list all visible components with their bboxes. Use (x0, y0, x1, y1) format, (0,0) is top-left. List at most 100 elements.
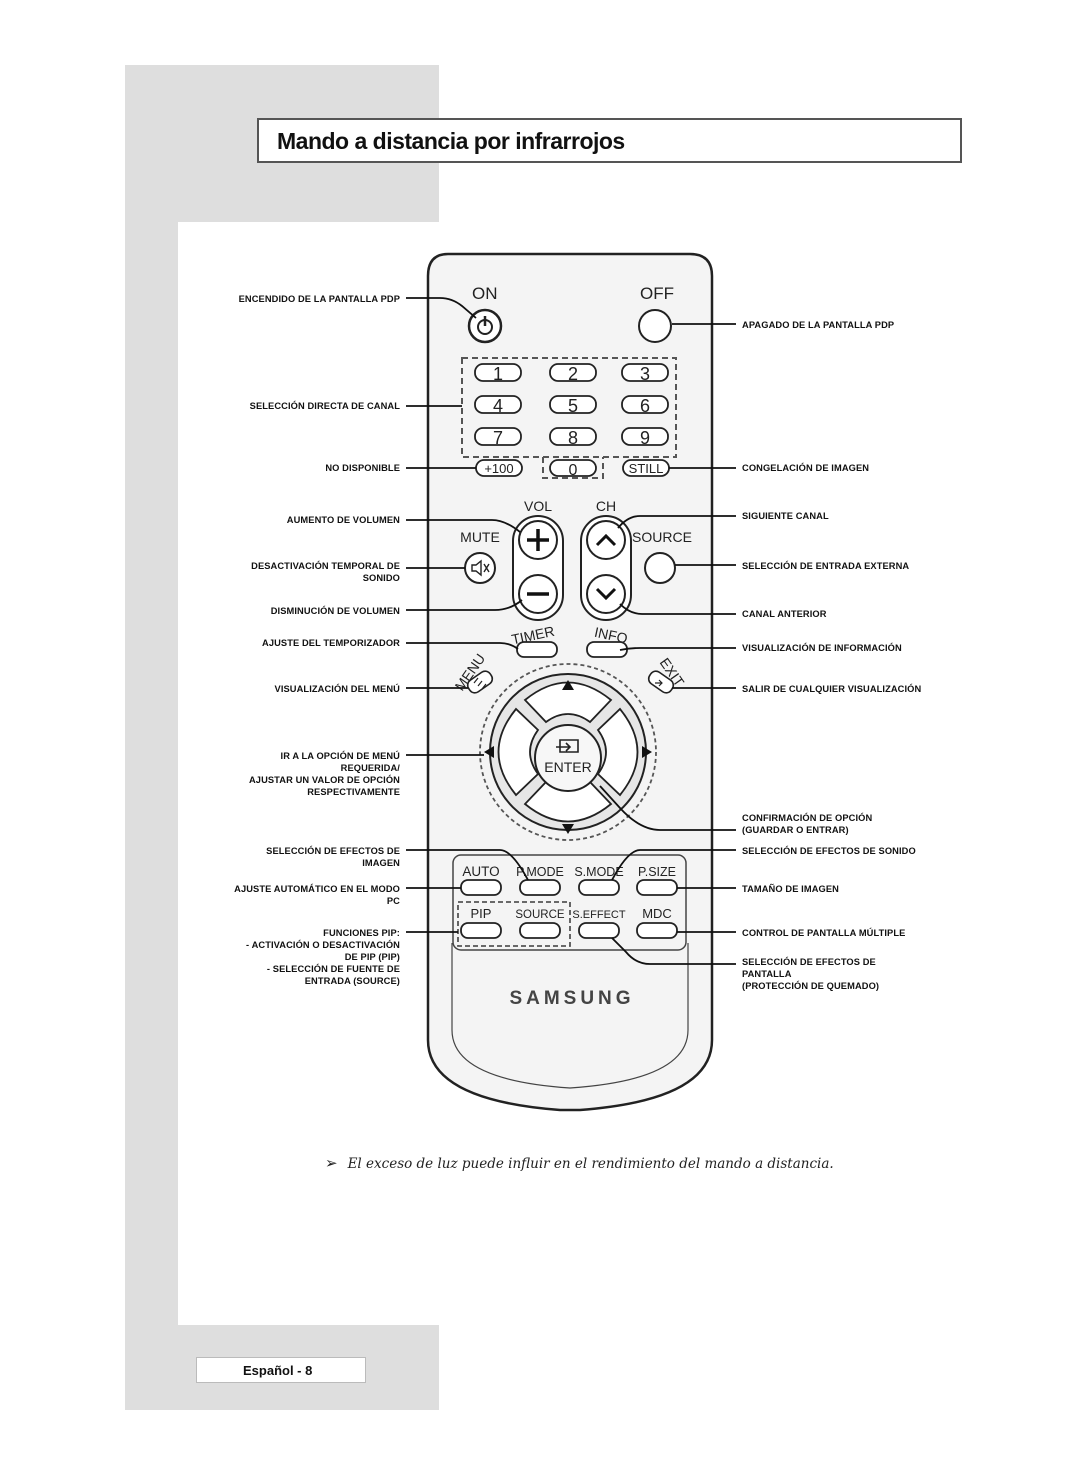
label-line: FUNCIONES PIP: (323, 928, 400, 938)
chevron-down-icon (595, 587, 617, 601)
nav-left-button (497, 707, 540, 797)
label-line: DISMINUCIÓN DE VOLUMEN (270, 606, 400, 616)
auto-button (460, 879, 502, 896)
note: ➢El exceso de luz puede influir en el re… (325, 1154, 834, 1172)
label-line: AJUSTAR UN VALOR DE OPCIÓN (248, 775, 400, 785)
source-button (644, 552, 676, 584)
psize-button (636, 879, 678, 896)
label-line: SONIDO (362, 573, 400, 583)
digit-button-1 (474, 363, 522, 382)
remote-lower-panel (451, 943, 689, 1089)
label-line: AJUSTE DEL TEMPORIZADOR (262, 638, 400, 648)
label-line: DE PIP (PIP) (344, 952, 400, 962)
label-right-0: APAGADO DE LA PANTALLA PDP (742, 319, 894, 331)
label-line: IMAGEN (362, 858, 400, 868)
label-line: CONFIRMACIÓN DE OPCIÓN (742, 813, 873, 823)
digit-label-9: 9 (640, 428, 650, 448)
timer-button (516, 641, 558, 658)
callout-lines (406, 297, 736, 965)
off-button (638, 309, 672, 343)
ch-down-button (586, 574, 626, 614)
triangle-up-icon (562, 680, 574, 690)
pip-source-button (519, 922, 561, 939)
label-left-8: IR A LA OPCIÓN DE MENÚ REQUERIDA/AJUSTAR … (249, 750, 400, 798)
ch-up-button (586, 520, 626, 560)
label-line: (PROTECCIÓN DE QUEMADO) (742, 981, 880, 991)
on-label: ON (472, 284, 498, 303)
title-box: Mando a distancia por infrarrojos (257, 118, 962, 163)
callout-info (619, 647, 736, 651)
smode-label: S.MODE (574, 865, 623, 879)
callout-seffect (611, 937, 736, 965)
digit-button-4 (474, 395, 522, 414)
callout-enter (599, 785, 736, 831)
digit-button-3 (621, 363, 669, 382)
callout-smode (611, 849, 736, 881)
label-line: SELECCIÓN DE ENTRADA EXTERNA (742, 561, 910, 571)
label-line: PC (386, 896, 400, 906)
label-right-2: SIGUIENTE CANAL (742, 510, 829, 522)
label-left-11: FUNCIONES PIP: - ACTIVACIÓN O DESACTIVACI… (246, 927, 400, 987)
label-left-10: AJUSTE AUTOMÁTICO EN EL MODO PC (234, 883, 400, 907)
exit-icon (655, 679, 663, 687)
digit-button-9 (621, 427, 669, 446)
callout-timer (406, 642, 519, 650)
label-line: SALIR DE CUALQUIER VISUALIZACIÓN (742, 684, 922, 694)
label-line: REQUERIDA/ (340, 763, 400, 773)
zero-label: 0 (569, 462, 578, 479)
digit-label-5: 5 (568, 396, 578, 416)
label-line: (GUARDAR O ENTRAR) (742, 825, 849, 835)
digit-label-8: 8 (568, 428, 578, 448)
seffect-label: S.EFFECT (572, 909, 625, 921)
page-footer: Español - 8 (196, 1357, 366, 1383)
zero-outline (542, 457, 604, 479)
triangle-right-icon (642, 746, 652, 758)
ch-label: CH (596, 498, 616, 514)
digit-button-7 (474, 427, 522, 446)
digit-button-6 (621, 395, 669, 414)
page-number: Español - 8 (243, 1363, 313, 1378)
callout-vol-down (406, 599, 523, 611)
nav-right-button (596, 707, 639, 797)
speaker-mute-icon (471, 559, 490, 577)
digit-label-4: 4 (493, 396, 503, 416)
label-line: SELECCIÓN DIRECTA DE CANAL (249, 401, 400, 411)
smode-button (578, 879, 620, 896)
label-right-4: CANAL ANTERIOR (742, 608, 827, 620)
label-line: - SELECCIÓN DE FUENTE DE (266, 964, 400, 974)
callout-pmode (406, 849, 529, 881)
label-line: VISUALIZACIÓN DEL MENÚ (274, 684, 400, 694)
label-line: IR A LA OPCIÓN DE MENÚ (280, 751, 400, 761)
label-line: - ACTIVACIÓN O DESACTIVACIÓN (246, 940, 400, 950)
triangle-down-icon (562, 824, 574, 834)
pip-outline (457, 901, 571, 947)
mute-label: MUTE (460, 529, 500, 545)
seffect-button (578, 922, 620, 939)
enter-button (534, 724, 602, 792)
plus-icon (527, 529, 549, 551)
pmode-button (519, 879, 561, 896)
label-left-1: SELECCIÓN DIRECTA DE CANAL (250, 400, 400, 412)
label-line: ENCENDIDO DE LA PANTALLA PDP (238, 294, 400, 304)
label-left-2: NO DISPONIBLE (325, 462, 400, 474)
source-label: SOURCE (632, 529, 692, 545)
label-line: CONTROL DE PANTALLA MÚLTIPLE (742, 928, 906, 938)
label-left-7: VISUALIZACIÓN DEL MENÚ (275, 683, 400, 695)
menu-icon (473, 677, 487, 690)
label-left-3: AUMENTO DE VOLUMEN (287, 514, 400, 526)
label-line: APAGADO DE LA PANTALLA PDP (742, 320, 895, 330)
label-line: ENTRADA (SOURCE) (304, 976, 400, 986)
label-line: AJUSTE AUTOMÁTICO EN EL MODO (234, 884, 400, 894)
zero-button (549, 459, 597, 477)
label-line: SELECCIÓN DE EFECTOS DE (266, 846, 400, 856)
label-right-7: CONFIRMACIÓN DE OPCIÓN (GUARDAR O ENTRAR) (742, 812, 872, 836)
brand-logo: SAMSUNG (509, 988, 634, 1009)
label-line: RESPECTIVAMENTE (307, 787, 400, 797)
label-line: SIGUIENTE CANAL (742, 511, 829, 521)
label-line: SELECCIÓN DE EFECTOS DE (742, 957, 876, 967)
nav-up-button (523, 681, 613, 724)
label-line: VISUALIZACIÓN DE INFORMACIÓN (742, 643, 902, 653)
menu-button (466, 670, 494, 694)
